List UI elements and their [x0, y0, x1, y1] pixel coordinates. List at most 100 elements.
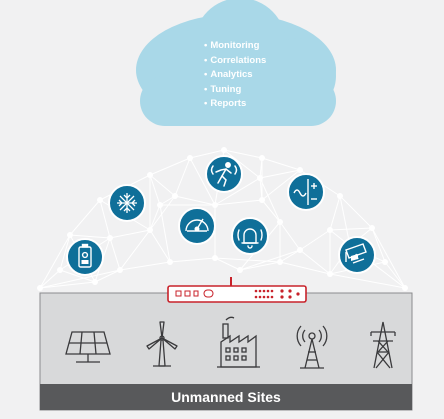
mesh-link [159, 204, 171, 263]
alarm-bell-icon [237, 228, 263, 249]
mesh-dot [117, 267, 123, 273]
mesh-link [174, 157, 191, 197]
mesh-link [59, 234, 71, 271]
cloud-item-tuning: Tuning [204, 83, 266, 98]
mesh-dot [297, 247, 303, 253]
mesh-link [279, 249, 301, 263]
mesh-link [174, 195, 216, 206]
cloud-item-monitoring: Monitoring [204, 39, 266, 54]
mesh-link [279, 221, 301, 251]
mesh-link [149, 174, 161, 206]
mesh-link [149, 204, 161, 231]
cloud-item-reports: Reports [204, 97, 266, 112]
node-camera [338, 236, 376, 274]
mesh-dot [297, 167, 303, 173]
mesh-link [223, 149, 263, 159]
power-ac-dc-icon [293, 179, 317, 205]
mesh-link [149, 229, 171, 263]
mesh-link [99, 199, 111, 239]
mesh-link [189, 149, 225, 159]
mesh-link [261, 199, 281, 223]
mesh-link [329, 227, 373, 231]
mesh-dot [327, 227, 333, 233]
mesh-dot [187, 155, 193, 161]
mesh-link [384, 261, 406, 289]
mesh-link [239, 261, 281, 271]
mesh-dot [327, 271, 333, 277]
node-alarm [231, 217, 269, 255]
mesh-link [329, 273, 406, 289]
node-battery [66, 238, 104, 276]
mesh-link [339, 195, 373, 229]
battery-icon [78, 243, 92, 268]
wind-turbine-icon [146, 321, 178, 367]
node-motion [205, 155, 243, 193]
node-gauge [178, 207, 216, 245]
radio-tower-icon [296, 325, 328, 369]
cloud-feature-list: Monitoring Correlations Analytics Tuning… [204, 39, 266, 112]
mesh-link [239, 249, 301, 271]
mesh-dot [97, 197, 103, 203]
mesh-link [259, 169, 301, 179]
mesh-dot [257, 175, 263, 181]
mesh-link [299, 249, 331, 275]
mesh-link [169, 257, 216, 263]
solar-panel-icon [65, 331, 111, 363]
mesh-link [214, 199, 263, 206]
mesh-dot [277, 219, 283, 225]
mesh-dot [259, 155, 265, 161]
mesh-link [69, 199, 101, 236]
motion-person-icon [210, 162, 238, 187]
power-pylon-icon [370, 321, 396, 369]
mesh-dot [382, 259, 388, 265]
mesh-dot [147, 172, 153, 178]
mesh-link [149, 157, 191, 176]
mesh-link [299, 229, 331, 251]
mesh-link [329, 195, 341, 231]
mesh-link [214, 257, 241, 271]
mesh-link [279, 261, 331, 275]
factory-icon [217, 316, 260, 368]
mesh-link [119, 229, 151, 271]
mesh-link [371, 227, 406, 289]
mesh-dot [221, 147, 227, 153]
cloud-item-correlations: Correlations [204, 54, 266, 69]
mesh-link [109, 229, 151, 239]
mesh-link [261, 157, 301, 171]
node-climate [108, 184, 146, 222]
mesh-link [261, 169, 301, 201]
mesh-link [371, 227, 386, 263]
mesh-dot [67, 232, 73, 238]
mesh-dot [107, 235, 113, 241]
gateway-device [167, 277, 307, 303]
mesh-link [214, 177, 261, 206]
node-power [287, 173, 325, 211]
mesh-dot [369, 225, 375, 231]
mesh-link [39, 281, 96, 289]
cloud-item-analytics: Analytics [204, 68, 266, 83]
snowflake-sun-icon [117, 193, 137, 213]
mesh-link [94, 269, 121, 283]
mesh-link [223, 149, 261, 179]
mesh-dot [147, 227, 153, 233]
mesh-dot [237, 267, 243, 273]
mesh-dot [92, 279, 98, 285]
mesh-dot [172, 193, 178, 199]
sites-title-bar: Unmanned Sites [40, 384, 412, 410]
mesh-link [39, 234, 71, 289]
mesh-link [109, 237, 121, 271]
mesh-link [189, 157, 216, 206]
mesh-link [149, 195, 176, 231]
mesh-dot [277, 259, 283, 265]
mesh-dot [57, 267, 63, 273]
gauge-icon [185, 218, 209, 232]
mesh-link [259, 177, 263, 201]
camera-icon [345, 243, 367, 264]
mesh-link [39, 269, 121, 289]
mesh-link [69, 234, 111, 239]
mesh-nodes [37, 147, 408, 291]
mesh-link [39, 269, 61, 289]
mesh-dot [167, 259, 173, 265]
mesh-dot [337, 193, 343, 199]
